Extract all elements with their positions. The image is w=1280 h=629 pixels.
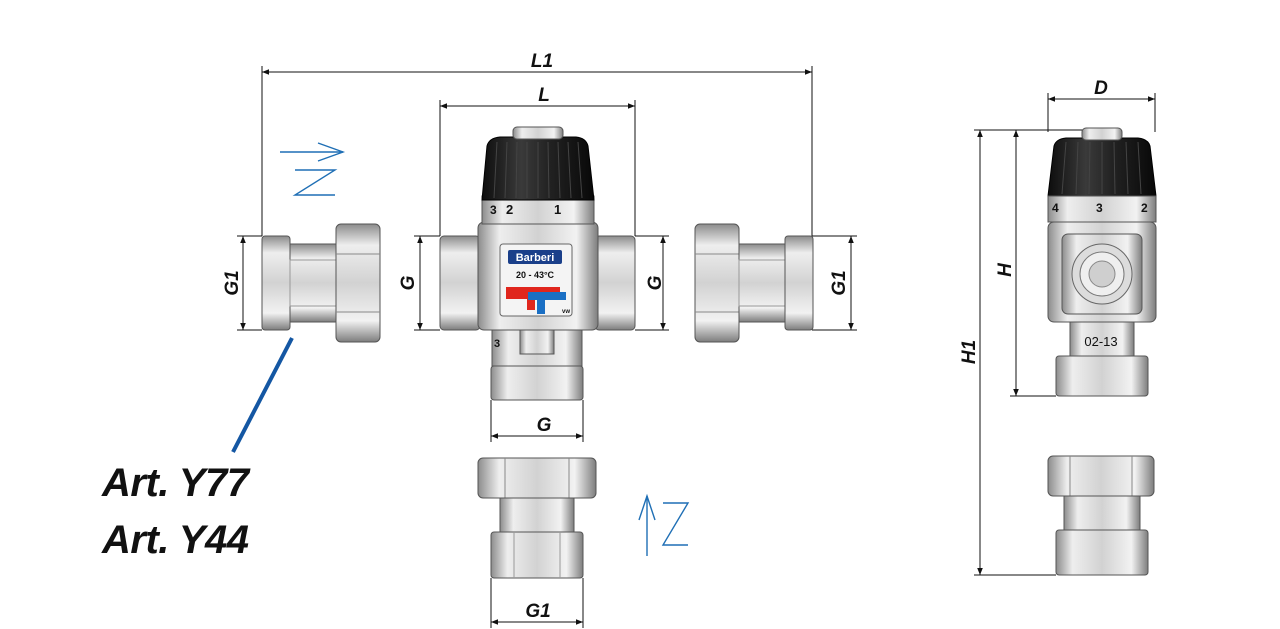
port-marking: 3 [494, 338, 500, 350]
left-union-fitting [261, 223, 381, 343]
dimension-lines [237, 66, 1156, 628]
leader-line [231, 337, 294, 453]
dim-label-d: D [1094, 78, 1108, 99]
bottom-union-fitting [477, 457, 597, 579]
knob-scale-3: 3 [490, 203, 497, 217]
flow-arrow-up [638, 493, 690, 556]
knob-scale-2: 2 [506, 202, 513, 217]
dim-label-g1-left: G1 [222, 270, 243, 295]
dim-label-g-left: G [398, 275, 419, 290]
valve-label-plate [499, 243, 573, 317]
knob-scale-1: 1 [554, 202, 561, 217]
valve-brand: Barberi [516, 252, 555, 264]
side-knob-scale-3: 3 [1096, 201, 1103, 215]
side-knob-scale-2: 2 [1141, 201, 1148, 215]
side-knob-scale-4: 4 [1052, 201, 1059, 215]
valve-mark: vw [562, 309, 570, 315]
article-label-y77: Art. Y77 [102, 461, 249, 505]
side-marking: 02-13 [1084, 334, 1117, 349]
right-union-fitting [694, 223, 814, 343]
dim-label-g-bottom: G [537, 415, 552, 436]
article-label-y44: Art. Y44 [102, 518, 249, 562]
side-view-valve [1047, 127, 1157, 576]
flow-arrow-right [280, 142, 346, 196]
dim-label-g-right: G [645, 275, 666, 290]
valve-temperature-range: 20 - 43°C [516, 270, 555, 280]
dim-label-h1: H1 [959, 340, 980, 364]
dim-label-l: L [538, 85, 550, 106]
dim-label-g1-bottom: G1 [525, 601, 550, 622]
dim-label-h: H [995, 262, 1016, 277]
dim-label-g1-right: G1 [829, 270, 850, 295]
dim-label-l1: L1 [531, 51, 553, 72]
